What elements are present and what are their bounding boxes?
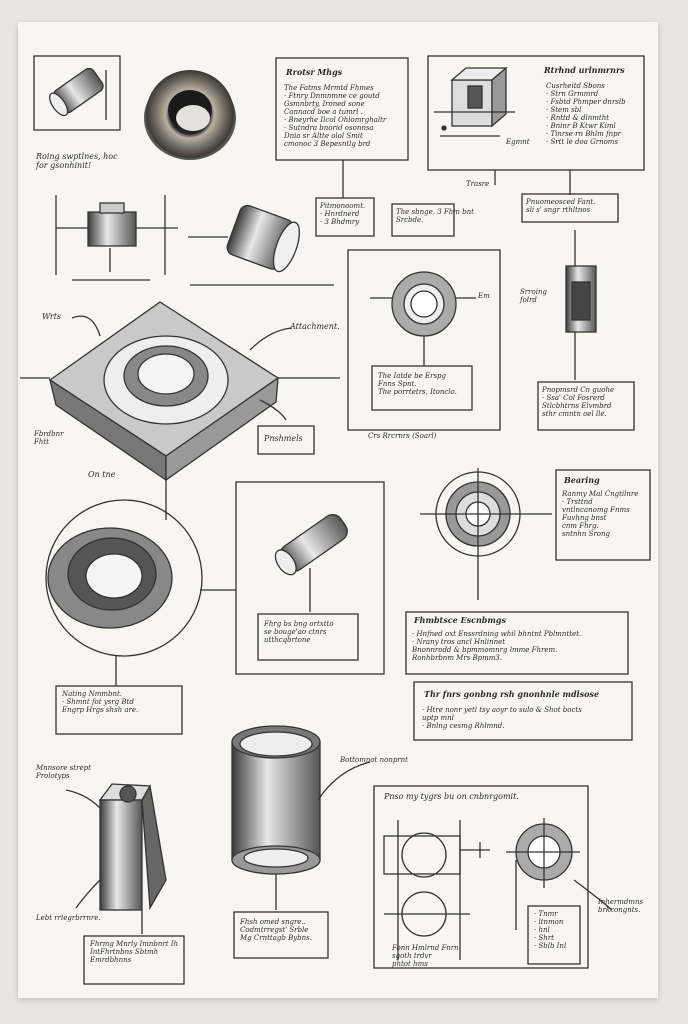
mid-spec-lines: · Hnfned oxt Enssrdning whil bhntnt Pblm… [412, 630, 582, 663]
attachment-label: Attachment. [290, 322, 340, 331]
bottom-left-note: Fhrmg Mnrly Imnbnrt Ih IntFhrtnbns Sbtmh… [90, 940, 179, 965]
em-label: Em [478, 292, 490, 300]
sbnge-note: The sbnge. 3 Fhm bnt Srcbde. [396, 208, 474, 225]
cylinder-note: Fhrg bs bng ortxtto se bouge'ao ctnrs ut… [264, 620, 334, 645]
right-spec: Pnopmsrd Cn guohe · Ssa' Col Fosrerd Stl… [542, 386, 615, 419]
low-spec-title: Thr fnrs gonbng rsh gnonhnle mdlsose [424, 689, 600, 699]
vertical-label: Srroing folrd [520, 288, 547, 305]
top-box-lines: The Fatms Mrmtd Fhmes · Ftnry Dnmnmne ce… [284, 84, 387, 149]
rolling-parts-label: Roing swptlnes, hoc for gsonhinit! [36, 152, 118, 171]
left-label: Lebt rrlegrbrrnre. [36, 914, 101, 922]
ring-caption: Crs Rrcrnrs (Soarl) [368, 432, 437, 440]
egmnt-label: Egmnt [506, 138, 530, 146]
pnshmels-label: Pnshmels [264, 434, 303, 443]
bearing-spec-lines: Ranmy Mal Cngtilnre · Trsttnd vntlncanom… [562, 490, 639, 539]
bottom-center-note: Fhsh omed sngre.. Codmtrregst' Srble Mg … [240, 918, 312, 943]
bearing-spec-title: Bearing [564, 475, 600, 485]
assembly-side-label: Inhermdmns brkcongnts. [598, 898, 644, 915]
wrts-label: Wrts [42, 312, 62, 321]
assembly-footer: Fonn Hmlrnd Fnrn sgoth trdvr phtot hms [392, 944, 459, 969]
mid-spec-title: Fhmbtsce Escnbmgs [414, 615, 506, 625]
phamc-note: Pnuomeosced Fant. sli s' sngr rthltnos [526, 198, 596, 215]
assembly-title: Pnso my tygrs bu on cnbnrgomit. [384, 792, 519, 801]
trasre-label: Trasre [466, 180, 490, 188]
nating-note: Nating Nmmbnt. · Shmnt fot ysrg Btd Engr… [62, 690, 139, 715]
assembly-list: · Tnmr · ltnmon · hnl · Shrt · Sblb Inl [534, 910, 567, 951]
ring-note: The Iatde be Erspg Fnns Spnt. The porrte… [378, 372, 457, 397]
hardened-note: Pitmonoomt. · Hnrdnerd · 3 Bhdmry [320, 202, 366, 227]
on-line-label: On tne [88, 470, 116, 479]
prototype-label: Mnnsore strept Prolotyps [36, 764, 91, 781]
top-box-title: Rrotsr Mhgs [286, 67, 343, 77]
fhmdlle-label: Fbrdbnr Fhtt [34, 430, 64, 447]
top-right-lines: Cusrheitd Sbons · Strn Grmmrd · Fsbtd Ph… [546, 82, 626, 147]
top-right-title: Rtrhnd urlnmrnrs [544, 65, 625, 75]
low-spec-lines: · Htre nonr yetl tsy aoyr to sulo & Shot… [422, 706, 582, 731]
bottom-mid-note: Bottomnot nonprnt [340, 756, 408, 764]
